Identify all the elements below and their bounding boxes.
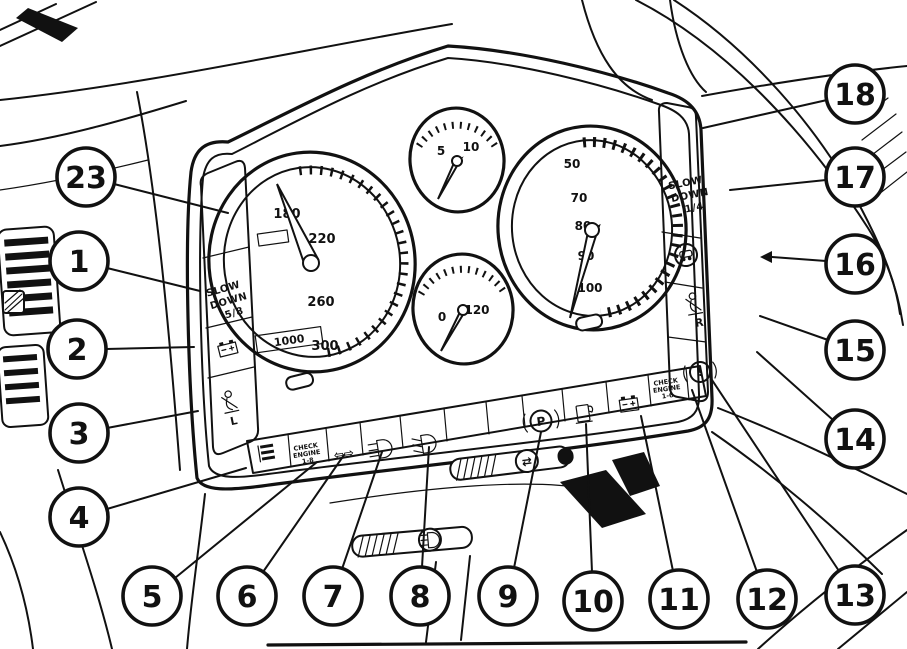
svg-text:4: 4 [69, 501, 90, 536]
svg-text:6: 6 [237, 580, 258, 615]
gauge-top-label-5: 5 [437, 144, 445, 158]
svg-text:1000: 1000 [273, 332, 305, 349]
callout-13: 13 [824, 564, 886, 626]
brake-warning-icon: ! [683, 361, 717, 383]
trip-odometer [256, 229, 290, 247]
column-shroud [560, 452, 660, 528]
speedometer-needle [276, 183, 320, 268]
svg-text:17: 17 [834, 161, 876, 196]
small-gauge-top: 5 10 [408, 106, 506, 214]
svg-text:ENGINE: ENGINE [653, 383, 681, 395]
left-warning-panel: SLOW DOWN 5/8 L [199, 159, 260, 456]
stalk-icon-ring [514, 449, 539, 474]
speedo-label-220: 220 [308, 232, 335, 247]
callout-16: 16 [824, 233, 886, 295]
svg-text:!: ! [696, 365, 703, 380]
svg-text:15: 15 [834, 334, 876, 369]
callout-1: 1 [48, 230, 110, 292]
speedo-label-260: 260 [307, 295, 334, 310]
svg-text:10: 10 [572, 585, 614, 620]
trip-reset-knob [285, 372, 315, 391]
seatbelt-icon: L [221, 390, 240, 428]
air-vents [0, 225, 62, 428]
indicator-row: CHECK ENGINE 1-8 ⇦⇨ P CHECK [246, 361, 717, 474]
parking-brake-icon: P [522, 409, 560, 433]
callout-6: 6 [216, 565, 278, 627]
belt-letter-right: R [694, 316, 705, 330]
battery-icon [618, 395, 640, 413]
svg-text:CHECK: CHECK [293, 441, 319, 453]
callout-18: 18 [824, 63, 886, 125]
callout-23: 23 [55, 146, 117, 208]
svg-text:2: 2 [67, 333, 88, 368]
slow-down-left-line3: 5/8 [224, 306, 245, 322]
seatbelt-icon: R [685, 292, 705, 330]
callout-12: 12 [736, 568, 798, 630]
svg-text:14: 14 [834, 423, 876, 458]
high-beam-icon [367, 439, 393, 459]
headlight-stalk [351, 525, 473, 558]
speedo-label-300: 300 [311, 339, 338, 354]
svg-text:13: 13 [834, 579, 876, 614]
cluster-bezel [185, 44, 714, 491]
svg-text:5: 5 [142, 580, 163, 615]
callout-9: 9 [477, 565, 539, 627]
callout-10: 10 [562, 570, 624, 632]
svg-text:12: 12 [746, 583, 788, 618]
small-gauge-bottom: 0 120 [411, 252, 515, 366]
svg-text:11: 11 [658, 583, 700, 618]
svg-text:8: 8 [410, 580, 431, 615]
svg-text:18: 18 [834, 78, 876, 113]
callout-11: 11 [648, 568, 710, 630]
callout-4: 4 [48, 486, 110, 548]
svg-text:1-8: 1-8 [301, 456, 314, 466]
brake-pad-icon [257, 443, 276, 463]
callouts: 23 1 2 3 4 5 6 7 8 9 10 11 12 13 14 15 1… [46, 63, 886, 632]
stalk-tip [557, 447, 574, 465]
tachometer: 50 70 80 90 100 [496, 124, 688, 332]
svg-text:7: 7 [323, 580, 344, 615]
callout-15: 15 [824, 319, 886, 381]
callout-14: 14 [824, 408, 886, 470]
steering-column [581, 0, 707, 101]
tach-label-50: 50 [564, 157, 581, 171]
speedometer: 180 220 260 300 1000 [207, 150, 417, 391]
turn-signal-stalk: ⇄ [449, 445, 574, 481]
svg-text:23: 23 [65, 161, 107, 196]
tach-label-100: 100 [577, 281, 602, 295]
svg-text:P: P [536, 414, 547, 429]
tach-knob [575, 313, 604, 332]
fuel-icon [575, 404, 594, 424]
svg-text:1: 1 [69, 245, 90, 280]
callout-8: 8 [389, 565, 451, 627]
leader-lines [105, 99, 840, 579]
svg-text:16: 16 [834, 248, 876, 283]
tach-label-70: 70 [571, 191, 588, 205]
svg-text:CHECK: CHECK [653, 376, 679, 387]
slow-down-right-line3: 1/4 [684, 201, 705, 215]
battery-icon [217, 339, 239, 358]
check-engine-right-label: CHECK ENGINE 1-6 [653, 376, 681, 401]
callout-17: 17 [824, 146, 886, 208]
stalk-arrows-icon: ⇄ [521, 454, 533, 469]
car-warning-icon [674, 243, 698, 267]
right-warning-panel: SLOW DOWN 1/4 R [657, 102, 710, 403]
svg-text:1-6: 1-6 [661, 391, 674, 401]
callout-2: 2 [46, 318, 108, 380]
gauge-bottom-label-0: 0 [438, 310, 446, 324]
gauge-top-label-10: 10 [463, 140, 480, 154]
vent-thumbwheel [2, 289, 25, 314]
callout-5: 5 [121, 565, 183, 627]
tachometer-needle [569, 223, 601, 319]
low-beam-icon [411, 434, 437, 454]
svg-text:3: 3 [69, 417, 90, 452]
svg-text:9: 9 [498, 580, 519, 615]
gauge-bottom-label-120: 120 [464, 303, 489, 317]
belt-letter-left: L [229, 414, 239, 428]
callout-3: 3 [48, 402, 110, 464]
odometer: 1000 [254, 326, 324, 354]
callout-7: 7 [302, 565, 364, 627]
